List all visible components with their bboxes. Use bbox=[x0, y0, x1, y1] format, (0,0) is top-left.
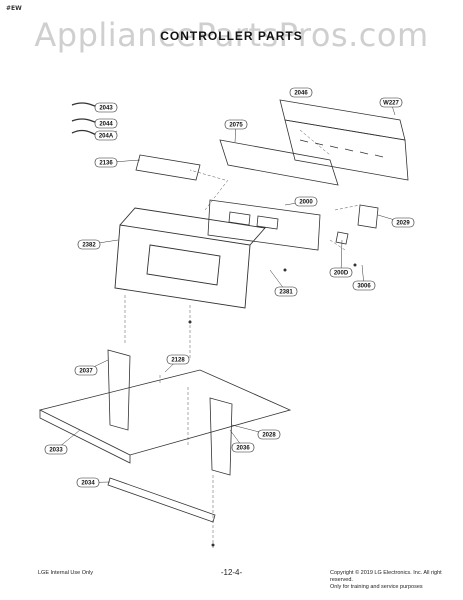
part-callout-204a: 204A bbox=[94, 130, 118, 141]
watermark: AppliancePartsPros.com bbox=[34, 16, 429, 54]
part-callout-2046: 2046 bbox=[289, 87, 313, 98]
callout-box bbox=[329, 267, 353, 278]
callout-box bbox=[94, 157, 118, 168]
insulation-sheet bbox=[219, 139, 339, 186]
bottom-trim bbox=[107, 477, 216, 523]
screw-markers bbox=[188, 263, 357, 547]
callout-label: 2033 bbox=[49, 448, 63, 454]
part-callout-2136: 2136 bbox=[94, 157, 141, 168]
callout-box bbox=[289, 87, 313, 98]
callout-leader bbox=[340, 239, 343, 273]
callout-label: 2036 bbox=[236, 446, 250, 452]
callout-label: W227 bbox=[383, 101, 399, 107]
part-callout-2044: 2044 bbox=[94, 118, 118, 129]
callout-label: 2029 bbox=[396, 221, 410, 227]
callout-label: 200D bbox=[334, 271, 349, 277]
callout-label: 2034 bbox=[81, 481, 95, 487]
trim-strip bbox=[135, 154, 201, 181]
callout-label: 2136 bbox=[99, 161, 113, 167]
pcb-board bbox=[207, 199, 321, 251]
callout-box bbox=[94, 118, 118, 129]
callout-box bbox=[274, 286, 298, 297]
callout-box bbox=[379, 97, 403, 108]
callout-box bbox=[166, 354, 190, 365]
callout-box bbox=[257, 429, 281, 440]
part-callout-w227: W227 bbox=[379, 97, 403, 116]
part-callout-2381: 2381 bbox=[269, 269, 298, 297]
part-callout-200d: 200D bbox=[329, 239, 353, 278]
callout-box bbox=[391, 217, 415, 228]
part-callout-2382: 2382 bbox=[77, 239, 119, 250]
part-callout-3006: 3006 bbox=[352, 264, 376, 291]
callout-label: 2046 bbox=[294, 91, 308, 97]
callout-label: 2028 bbox=[262, 433, 276, 439]
callout-label: 2043 bbox=[99, 106, 113, 112]
part-callout-2128: 2128 bbox=[164, 354, 190, 373]
small-bracket bbox=[335, 204, 379, 245]
frame-base bbox=[38, 369, 292, 464]
page-number: -12-4- bbox=[220, 568, 243, 577]
part-callout-2000: 2000 bbox=[284, 196, 318, 207]
callout-box bbox=[294, 196, 318, 207]
part-callout-2037: 2037 bbox=[74, 359, 109, 376]
copyright-line-1: Copyright © 2019 LG Electronics. Inc. Al… bbox=[330, 570, 442, 583]
callout-box bbox=[44, 444, 68, 455]
back-bracket bbox=[279, 99, 409, 181]
part-callout-2036: 2036 bbox=[229, 429, 255, 453]
callout-label: 2037 bbox=[79, 369, 93, 375]
callout-box bbox=[224, 119, 248, 130]
diagram-title: CONTROLLER PARTS bbox=[160, 29, 303, 43]
part-callout-2043: 2043 bbox=[94, 102, 118, 113]
copyright-notice: Copyright © 2019 LG Electronics. Inc. Al… bbox=[330, 570, 450, 591]
guide-lines bbox=[124, 129, 361, 548]
callout-box bbox=[352, 280, 376, 291]
callout-label: 2000 bbox=[299, 200, 313, 206]
callout-box bbox=[77, 239, 101, 250]
callout-label: 2044 bbox=[99, 122, 113, 128]
callout-box bbox=[76, 477, 100, 488]
callout-label: 204A bbox=[99, 134, 114, 140]
part-callout-2075: 2075 bbox=[224, 119, 248, 143]
control-panel bbox=[114, 207, 266, 309]
footer-left-note: LGE Internal Use Only bbox=[38, 570, 94, 576]
part-callout-2033: 2033 bbox=[44, 429, 81, 455]
part-callout-2029: 2029 bbox=[377, 214, 415, 228]
callout-box bbox=[94, 102, 118, 113]
part-callout-2028: 2028 bbox=[231, 424, 281, 440]
part-callout-2034: 2034 bbox=[76, 477, 111, 488]
copyright-line-2: Only for training and service purposes bbox=[330, 584, 423, 590]
callout-label: 2128 bbox=[171, 358, 185, 364]
callout-label: 2075 bbox=[229, 123, 243, 129]
callout-box bbox=[74, 365, 98, 376]
callout-label: 3006 bbox=[357, 284, 371, 290]
side-brackets bbox=[107, 349, 233, 476]
callout-box bbox=[231, 442, 255, 453]
callout-label: 2381 bbox=[279, 290, 293, 296]
callout-label: 2382 bbox=[82, 243, 96, 249]
callout-box bbox=[94, 130, 118, 141]
corner-tag: #EW bbox=[6, 5, 22, 12]
